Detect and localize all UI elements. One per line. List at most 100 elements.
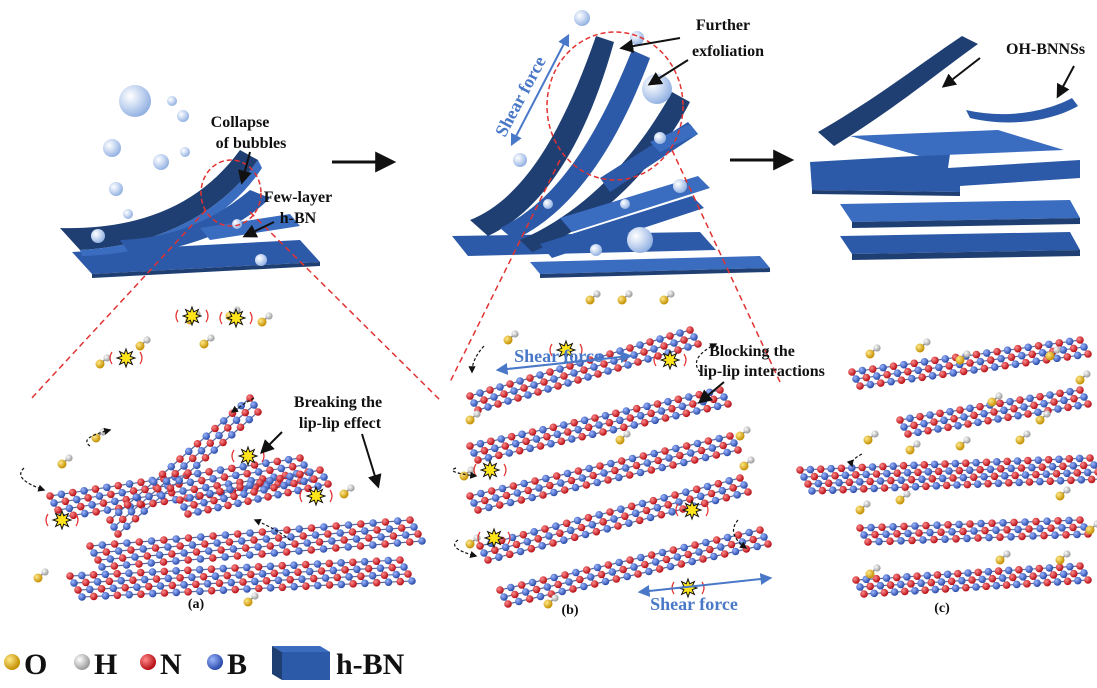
oh-group: [955, 436, 971, 451]
oh-group: [339, 484, 355, 499]
legend-n-ball: [140, 654, 156, 670]
motion-arrow: [846, 453, 863, 468]
label-fewlayer-line1: Few-layer: [264, 189, 332, 206]
label-shear-mid-bottom: Shear force: [650, 594, 738, 614]
oh-group: [659, 290, 675, 305]
burst-icon: [299, 485, 333, 507]
oh-group: [739, 456, 755, 471]
oh-group: [915, 338, 931, 353]
bubbles-stage1: [91, 85, 267, 266]
oh-group: [585, 290, 601, 305]
legend-o-ball: [4, 654, 20, 670]
label-further-line2: exfoliation: [692, 43, 764, 60]
oh-group: [995, 550, 1011, 565]
label-collapse-line2: of bubbles: [216, 135, 287, 152]
motion-arrow: [230, 397, 255, 413]
oh-group: [459, 466, 475, 481]
arrow-breaking-2: [361, 433, 382, 489]
lattice-sheet: [66, 556, 416, 601]
burst-icon: [477, 527, 511, 549]
legend-hbn-block: [272, 646, 330, 680]
arrow-breaking-1: [260, 431, 283, 454]
label-ohbnnss: OH-BNNSs: [1006, 41, 1085, 58]
oh-group: [1085, 520, 1097, 535]
zoom-guide-right-a: [449, 159, 561, 383]
oh-group: [955, 350, 971, 365]
atomic-lattice-a: [46, 394, 426, 601]
lattice-sheet: [852, 562, 1092, 598]
oh-group: [1035, 410, 1051, 425]
oh-group: [895, 490, 911, 505]
oh-group: [95, 354, 111, 369]
oh-group: [1055, 550, 1071, 565]
arrow-blocking: [697, 381, 725, 404]
burst-icon: [219, 307, 253, 329]
legend-o-label: O: [24, 648, 47, 681]
zoom-guide-left-a: [29, 209, 207, 401]
burst-icon: [675, 499, 709, 521]
zoom-circle-stage2: [546, 31, 684, 181]
label-fewlayer-line2: h-BN: [280, 210, 317, 227]
label-further-line1: Further: [696, 17, 750, 34]
oh-group: [905, 440, 921, 455]
arrow-further-1: [619, 37, 681, 53]
label-collapse-line1: Collapse: [211, 114, 270, 131]
lattice-sheet: [896, 386, 1092, 438]
oh-group: [865, 344, 881, 359]
stage2-sheets: [452, 36, 770, 278]
zoom-guide-right-b: [671, 149, 781, 383]
oh-group: [615, 430, 631, 445]
oh-group: [199, 334, 215, 349]
shear-arrow-mid-bottom: [637, 573, 773, 597]
oh-group: [863, 430, 879, 445]
zoom-guide-left-b: [249, 211, 441, 401]
oh-group: [543, 594, 559, 609]
motion-arrow: [86, 427, 112, 447]
zoom-circle-stage1: [200, 159, 262, 227]
motion-arrow: [253, 518, 291, 541]
stage3-sheets: [810, 36, 1080, 260]
arrow-fewlayer: [242, 221, 275, 238]
oh-group: [1055, 486, 1071, 501]
lattice-sheet: [496, 526, 772, 608]
oh-group: [257, 312, 273, 327]
oh-group: [135, 336, 151, 351]
oh-group: [855, 500, 871, 515]
oh-group: [243, 592, 259, 607]
motion-arrow: [454, 539, 478, 558]
lattice-sheet: [106, 394, 262, 538]
arrow-further-2: [647, 59, 689, 86]
arrow-ohbnnss-1: [941, 57, 981, 88]
atomic-lattice-c: [796, 336, 1097, 598]
legend-h-ball: [74, 654, 90, 670]
panel-label-b: (b): [561, 603, 578, 618]
lattice-sheet: [176, 466, 332, 518]
shear-arrow-top: [510, 33, 570, 147]
shear-arrow-mid-top: [495, 351, 633, 375]
lattice-sheet: [86, 516, 426, 571]
legend-h-label: H: [94, 648, 117, 681]
oh-group: [1045, 346, 1061, 361]
legend-b-label: B: [227, 648, 247, 681]
lattice-sheet: [848, 336, 1092, 390]
motion-arrow: [452, 467, 478, 479]
legend-hbn-label: h-BN: [336, 648, 405, 681]
motion-arrow: [732, 519, 748, 549]
arrow-collapse: [238, 151, 252, 185]
label-blocking-line1: Blocking the: [709, 343, 795, 360]
oh-group: [465, 410, 481, 425]
legend-n-label: N: [160, 648, 182, 681]
motion-arrow: [20, 467, 46, 492]
oh-group: [503, 330, 519, 345]
label-blocking-line2: lip-lip interactions: [699, 363, 825, 380]
bubbles-stage2: [513, 10, 687, 256]
panel-label-a: (a): [188, 597, 205, 612]
label-breaking-line1: Breaking the: [294, 394, 382, 411]
legend: O H N B h-BN: [4, 646, 405, 681]
oh-group: [617, 290, 633, 305]
burst-icon: [653, 349, 687, 371]
burst-icon: [175, 305, 209, 327]
legend-b-ball: [207, 654, 223, 670]
oh-group: [57, 454, 73, 469]
